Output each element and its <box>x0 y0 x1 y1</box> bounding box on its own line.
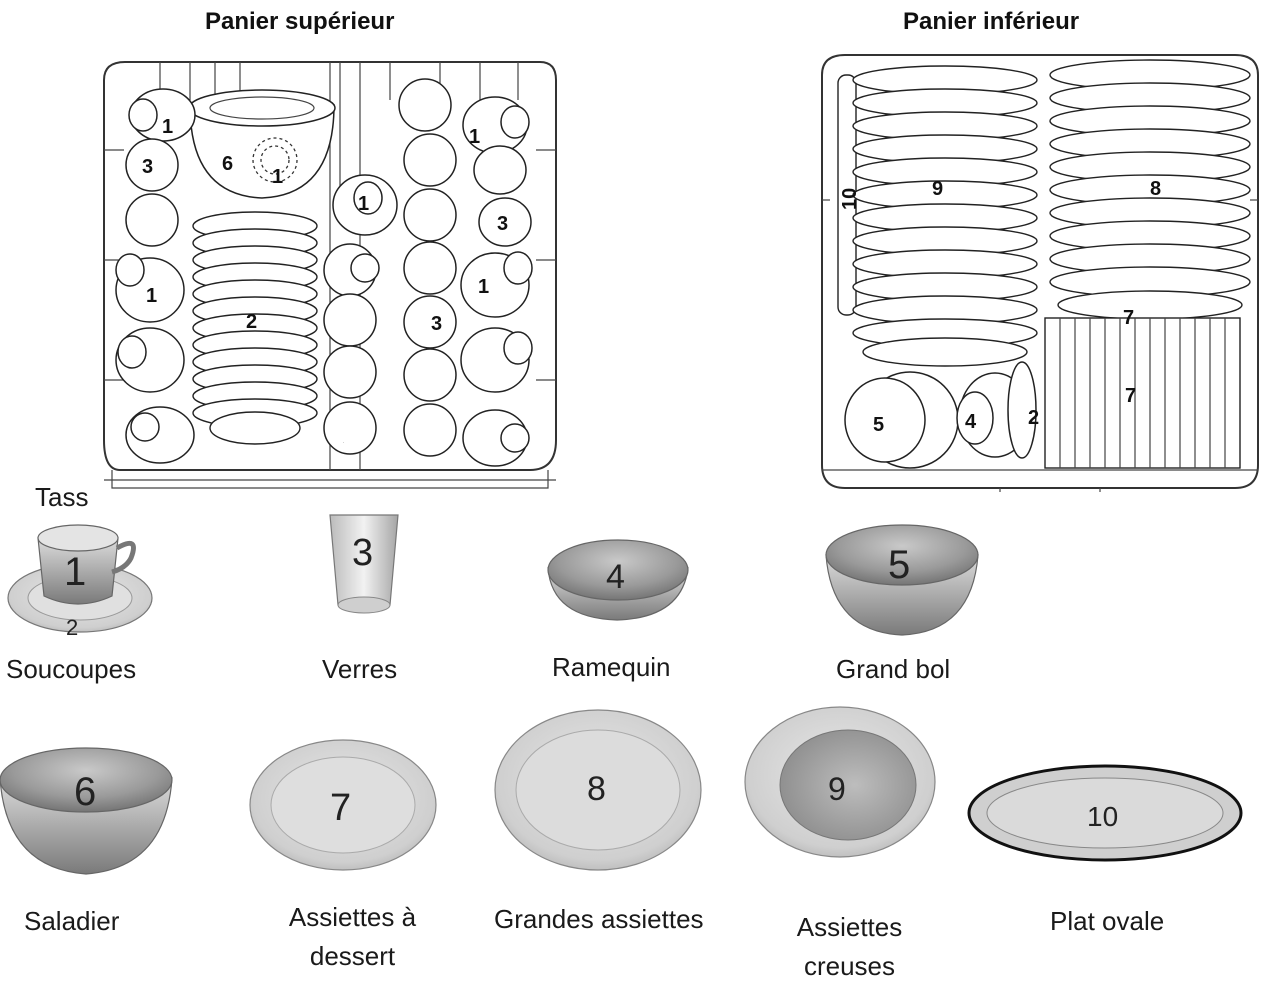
lower-label: 7 <box>1125 385 1136 407</box>
item-number: 1 <box>64 550 86 594</box>
upper-label: 3 <box>431 313 442 335</box>
lower-label: 8 <box>1150 178 1161 200</box>
item-number: 3 <box>352 532 373 574</box>
lower-label: 10 <box>839 188 861 210</box>
upper-label: 1 <box>469 126 480 148</box>
oval-platter-illustration <box>967 764 1243 862</box>
upper-label: 1 <box>343 442 344 444</box>
upper-label: 1 <box>478 276 489 298</box>
caption-assiettes-dessert: Assiettes à dessert <box>288 902 417 971</box>
large-plate-illustration <box>494 709 702 871</box>
lower-label: 2 <box>1028 407 1039 429</box>
upper-label: 1 <box>358 193 369 215</box>
lower-basket-title: Panier inférieur <box>903 8 1080 35</box>
cup-and-saucer-illustration <box>7 524 153 633</box>
upper-label: 1 <box>272 166 283 188</box>
dessert-plate-illustration <box>249 739 437 871</box>
lower-label: 5 <box>873 414 884 436</box>
upper-label: 1 <box>343 442 344 444</box>
tass-label: Tass <box>35 482 89 512</box>
caption-ramequin: Ramequin <box>552 652 671 682</box>
item-number: 8 <box>587 770 606 808</box>
lower-basket: 10 9 8 7 7 5 4 2 <box>821 54 1259 492</box>
caption-soucoupes: Soucoupes <box>6 654 137 684</box>
deep-plate-illustration <box>744 706 936 858</box>
caption-plat-ovale: Plat ovale <box>1050 906 1165 936</box>
item-number: 4 <box>606 558 625 596</box>
item-number: 9 <box>828 771 846 807</box>
item-number: 6 <box>74 770 96 814</box>
upper-label: 3 <box>142 156 153 178</box>
upper-label: 1 <box>162 116 173 138</box>
caption-saladier: Saladier <box>24 906 120 936</box>
salad-bowl-illustration <box>0 747 173 875</box>
caption-assiettes-creuses: Assiettes creuses <box>796 912 903 981</box>
upper-label: 1 <box>146 285 157 307</box>
caption-grandes-assiettes: Grandes assiettes <box>494 904 704 934</box>
lower-label: 7 <box>1123 307 1134 329</box>
upper-label: 2 <box>246 311 257 333</box>
upper-basket-title: Panier supérieur <box>205 8 395 35</box>
lower-label: 9 <box>932 178 943 200</box>
item-number: 10 <box>1087 801 1118 832</box>
glass-illustration <box>329 514 399 614</box>
large-bowl-illustration <box>825 524 979 636</box>
ramekin-illustration <box>547 539 689 621</box>
lower-label: 4 <box>965 411 977 433</box>
caption-grand-bol: Grand bol <box>836 654 951 684</box>
upper-label: 6 <box>222 153 233 175</box>
upper-label: 3 <box>497 213 508 235</box>
item-number: 5 <box>888 543 910 587</box>
item-number: 7 <box>330 787 351 829</box>
caption-verres: Verres <box>322 654 398 684</box>
item-number: 2 <box>66 615 78 640</box>
upper-basket: 1 3 6 1 1 1 3 1 1 2 1 3 1 <box>103 61 557 489</box>
